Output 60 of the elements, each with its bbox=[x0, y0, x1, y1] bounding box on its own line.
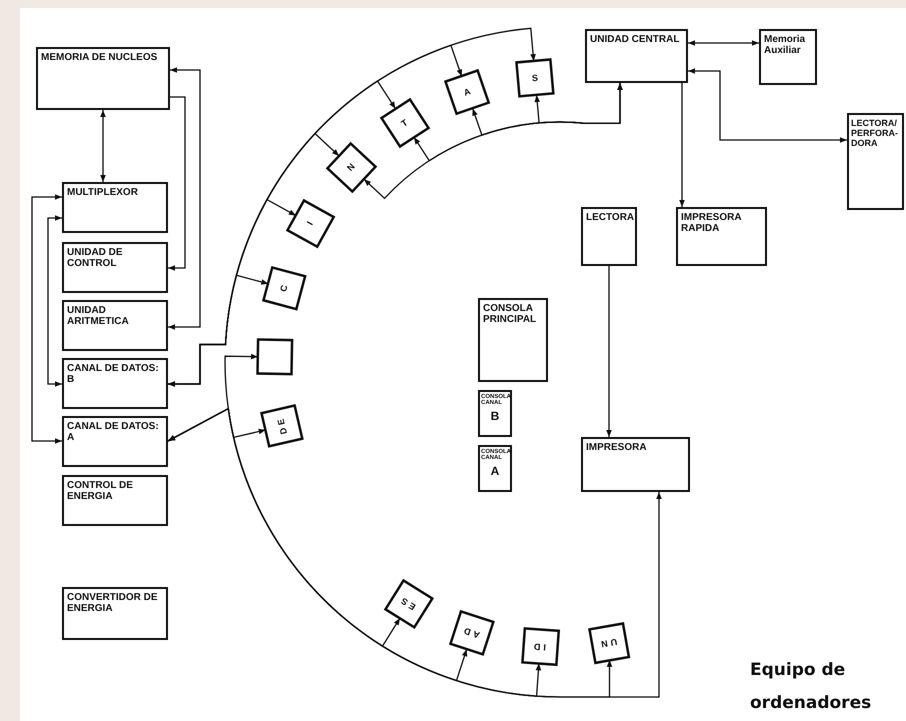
tape-letter: UN bbox=[598, 636, 620, 650]
unit-box bbox=[759, 29, 817, 85]
unit-box bbox=[585, 29, 688, 83]
unit-label: CONVERTIDOR DE ENERGIA bbox=[67, 592, 159, 614]
unit-label: B bbox=[490, 410, 500, 422]
tape-letter: DE bbox=[275, 414, 290, 437]
unit-label: Memoria Auxiliar bbox=[764, 34, 806, 56]
tape-letter: I bbox=[304, 218, 317, 230]
unit-label: A bbox=[490, 464, 500, 478]
unit-label: UNIDAD CENTRAL bbox=[590, 34, 680, 46]
unit-box bbox=[62, 416, 168, 467]
unit-box bbox=[62, 475, 168, 526]
tape-letter: AD bbox=[460, 625, 482, 641]
connector-arrow bbox=[534, 83, 623, 124]
unit-box bbox=[62, 587, 168, 640]
unit-label: IMPRESORA RAPIDA bbox=[681, 212, 742, 234]
unit-box bbox=[62, 300, 168, 351]
unit-label: MEMORIA DE NUCLEOS bbox=[41, 52, 158, 64]
unit-box bbox=[62, 358, 168, 409]
connector-arrow bbox=[606, 266, 612, 437]
connector-arrow bbox=[688, 68, 847, 143]
connector-arrow bbox=[100, 110, 106, 182]
unit-label: CONTROL DE ENERGIA bbox=[67, 480, 134, 502]
unit-label: UNIDAD DE CONTROL bbox=[67, 247, 124, 270]
unit-box bbox=[676, 207, 767, 266]
unit-box bbox=[36, 47, 170, 110]
unit-box bbox=[847, 113, 904, 210]
connector-arrow bbox=[168, 28, 536, 387]
tape-unit-box bbox=[520, 626, 560, 666]
unit-label: UNIDAD ARITMETICA bbox=[67, 305, 130, 328]
tape-letter: A bbox=[461, 86, 475, 99]
connector-arrow bbox=[47, 215, 62, 387]
tape-letter: N bbox=[344, 160, 360, 176]
unit-box bbox=[62, 182, 168, 233]
unit-box bbox=[478, 298, 548, 382]
tape-unit-box bbox=[256, 338, 294, 376]
connector-arrow bbox=[31, 194, 62, 444]
unit-box bbox=[478, 445, 512, 492]
connector-arrow bbox=[679, 83, 685, 207]
unit-label: IMPRESORA bbox=[586, 442, 648, 454]
tape-letter: C bbox=[278, 280, 291, 294]
unit-label: CANAL DE DATOS: A bbox=[67, 421, 160, 444]
tape-unit-box bbox=[515, 58, 555, 98]
tape-letter: T bbox=[398, 116, 412, 130]
tape-letter: ES bbox=[398, 594, 419, 614]
tape-letter: S bbox=[530, 73, 542, 84]
connector-arrow bbox=[168, 67, 201, 330]
unit-label: LECTORA bbox=[586, 212, 632, 224]
tape-letter: ID bbox=[530, 641, 548, 652]
unit-box bbox=[478, 390, 512, 437]
unit-box bbox=[581, 207, 637, 266]
unit-label: CONSOLA PRINCIPAL bbox=[483, 303, 538, 326]
unit-box bbox=[581, 437, 690, 492]
connector-arrow bbox=[168, 96, 186, 271]
unit-label: CANAL DE DATOS: B bbox=[67, 363, 160, 386]
unit-label: MULTIPLEXOR bbox=[67, 187, 139, 198]
connector-arrow bbox=[688, 40, 759, 46]
unit-label: LECTORA/ PERFORA- DORA bbox=[851, 118, 899, 148]
unit-box bbox=[62, 242, 168, 293]
caption: Equipo de ordenadores bbox=[750, 659, 872, 716]
